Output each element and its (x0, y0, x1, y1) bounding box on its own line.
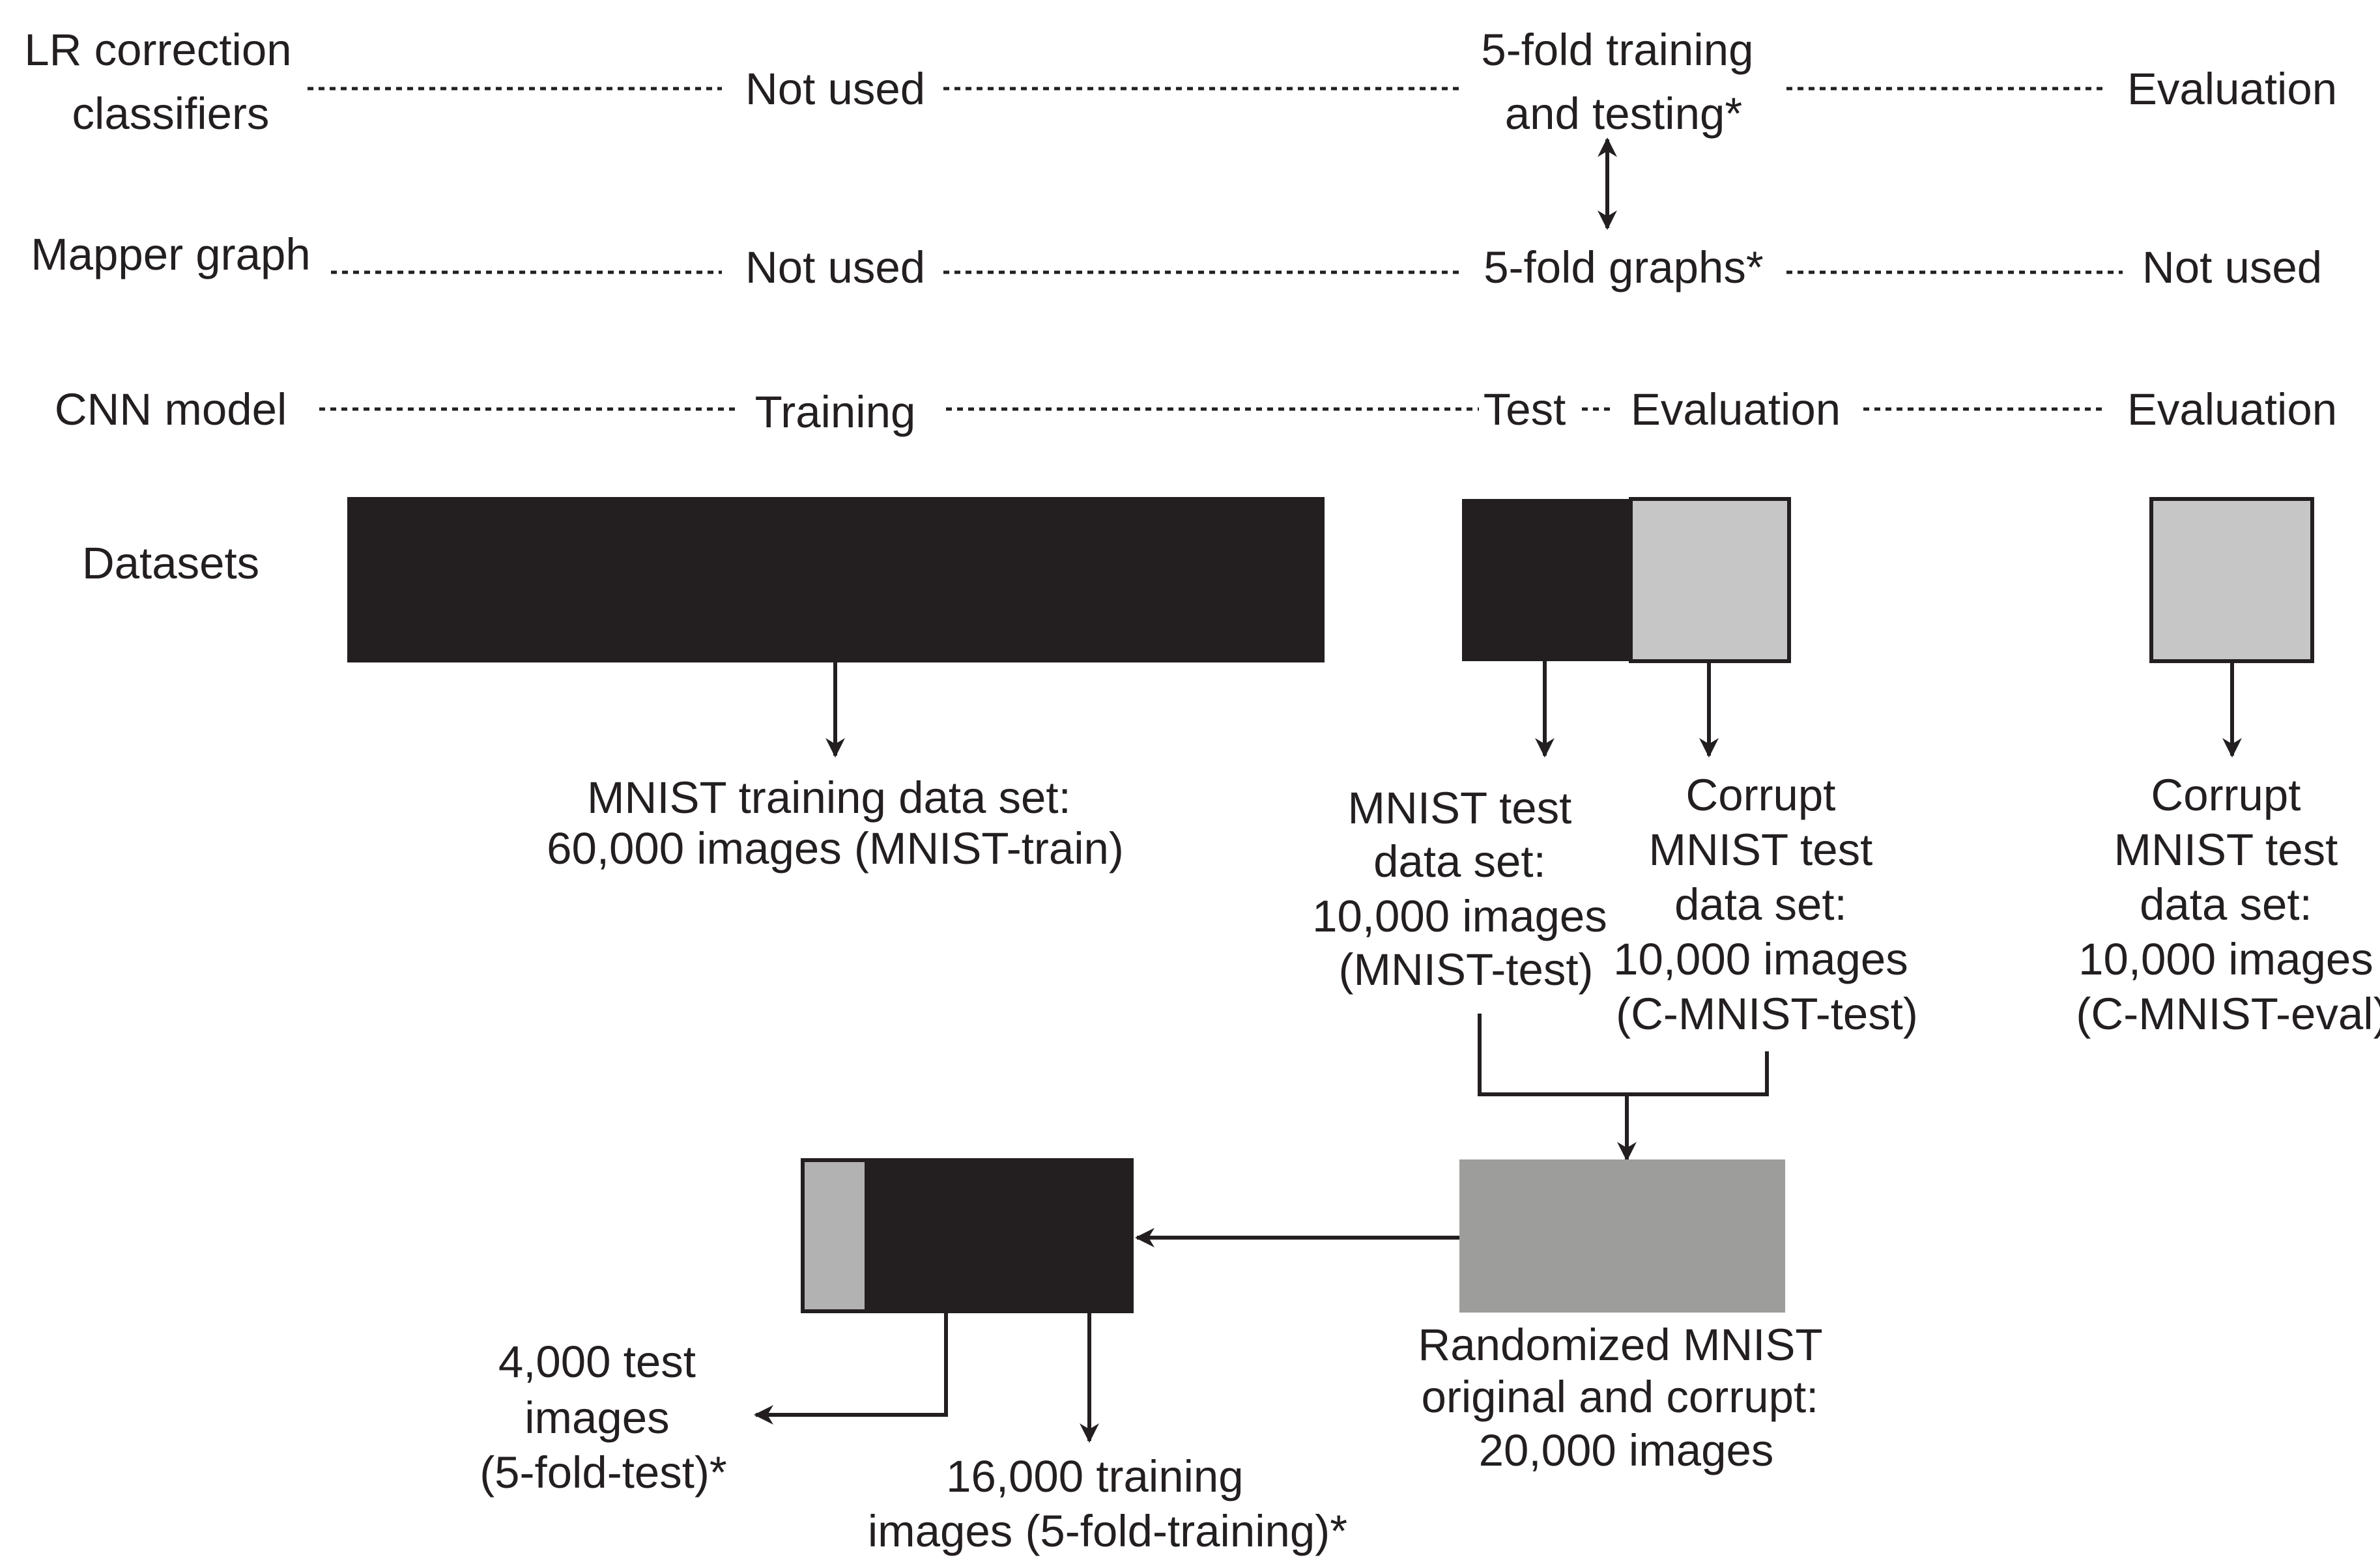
cnn-stage3-label: Evaluation (2127, 384, 2337, 434)
fold-train-caption: 16,000 training images (5-fold-training)… (868, 1451, 1347, 1556)
mapper-stage2-label: 5-fold graphs* (1484, 242, 1764, 292)
lr-stage3-label: Evaluation (2127, 64, 2337, 114)
cnn-stage2-evaluation-label: Evaluation (1631, 384, 1841, 434)
fold-test-connector (754, 1313, 948, 1425)
row-label-cnn-model: CNN model (55, 384, 287, 434)
c-mnist-eval-caption: Corrupt MNIST test data set: 10,000 imag… (2076, 770, 2380, 1039)
randomized-block (1459, 1159, 1785, 1313)
c-mnist-test-block (1629, 497, 1791, 663)
merge-connector (1478, 1014, 1769, 1096)
mnist-test-block (1462, 499, 1631, 661)
cnn-stage2-test-label: Test (1484, 384, 1566, 434)
fold-train-block (867, 1158, 1134, 1313)
cnn-stage1-label: Training (755, 387, 916, 437)
row-label-lr-correction-classifiers: LR correction classifiers (24, 25, 304, 139)
fold-test-block (801, 1158, 868, 1313)
mnist-train-block (347, 497, 1325, 662)
mapper-stage1-label: Not used (745, 242, 925, 292)
c-mnist-test-caption: Corrupt MNIST test data set: 10,000 imag… (1613, 770, 1921, 1039)
mnist-test-caption: MNIST test data set: 10,000 images (MNIS… (1312, 783, 1620, 995)
row-label-datasets: Datasets (82, 538, 259, 588)
mapper-stage3-label: Not used (2142, 242, 2322, 292)
lr-stage1-label: Not used (745, 64, 925, 114)
c-mnist-eval-block (2149, 497, 2314, 663)
fold-test-caption: 4,000 test images (5-fold-test)* (480, 1337, 727, 1498)
row-label-mapper-graph: Mapper graph (31, 229, 311, 279)
randomized-caption: Randomized MNIST original and corrupt: 2… (1418, 1320, 1834, 1475)
mnist-train-caption: MNIST training data set: 60,000 images (… (547, 773, 1124, 874)
lr-stage2-label: 5-fold training and testing* (1481, 25, 1766, 139)
